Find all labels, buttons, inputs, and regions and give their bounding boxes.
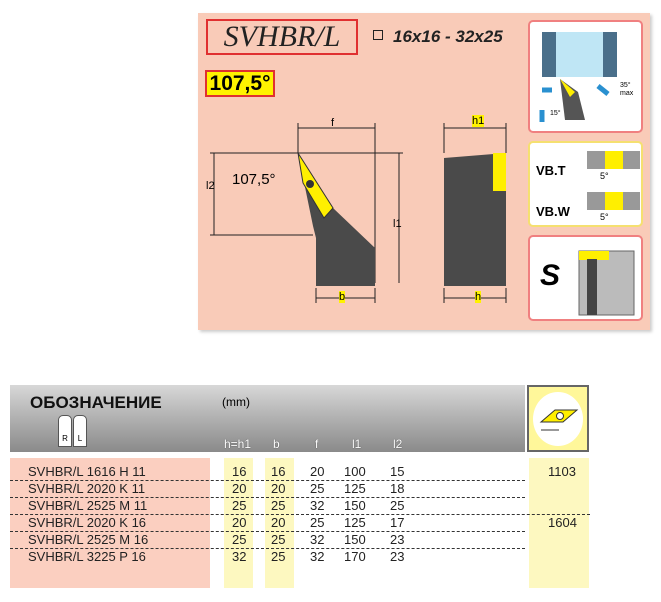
table-row: SVHBR/L 2525 M 11 25 25 32 150 25 <box>10 498 525 515</box>
vbw-section-icon <box>587 192 640 210</box>
cell-l1: 150 <box>344 498 366 513</box>
approach-angle-badge: 107,5° <box>205 70 275 97</box>
cell-l1: 150 <box>344 532 366 547</box>
angle-15: 15° <box>550 110 561 117</box>
cell-h: 16 <box>232 464 247 479</box>
cell-l1: 170 <box>344 549 366 564</box>
dim-h1: h1 <box>472 115 485 127</box>
designation-column-bg <box>10 458 210 588</box>
cell-b: 25 <box>271 498 286 513</box>
table-row: SVHBR/L 2020 K 11 20 20 25 125 18 <box>10 481 525 498</box>
cell-l1: 100 <box>344 464 366 479</box>
cell-insert: 1103 <box>548 464 576 479</box>
col-f: f <box>315 437 319 451</box>
row-divider <box>10 514 590 515</box>
cell-designation: SVHBR/L 2020 K 11 <box>28 481 146 496</box>
col-l2: l2 <box>393 437 403 451</box>
col-b: b <box>273 437 280 451</box>
tool-top-view-drawing <box>210 123 403 303</box>
row-divider <box>10 480 525 481</box>
left-hand-icon: L <box>73 415 87 447</box>
vbt-section-icon <box>587 151 640 169</box>
col-l1: l1 <box>352 437 362 451</box>
dim-b: b <box>339 291 346 303</box>
cell-b: 25 <box>271 549 286 564</box>
dim-l1: l1 <box>393 218 402 230</box>
cell-f: 32 <box>310 532 325 547</box>
row-divider <box>10 497 525 498</box>
cell-b: 25 <box>271 532 286 547</box>
cell-b: 20 <box>271 481 286 496</box>
insert-shape-icon <box>533 392 583 446</box>
machining-directions-box: 35° max 15° <box>528 20 643 133</box>
designation-header: ОБОЗНАЧЕНИЕ <box>30 393 162 412</box>
cell-l2: 17 <box>390 515 405 530</box>
insert-types-box: VB.T VB.W 5° 5° <box>528 141 643 227</box>
insert-column-bg <box>529 458 589 588</box>
tool-info-panel: SVHBR/L 16x16 - 32x25 107,5° f l2 l1 107… <box>198 13 650 330</box>
table-header: ОБОЗНАЧЕНИЕ (mm) R L h=h1 b f l1 l2 <box>10 385 525 452</box>
size-range: 16x16 - 32x25 <box>373 27 503 47</box>
right-hand-icon: R <box>58 415 72 447</box>
cell-f: 20 <box>310 464 325 479</box>
dim-f: f <box>331 117 335 129</box>
cell-f: 25 <box>310 515 325 530</box>
cell-insert: 1604 <box>548 515 577 530</box>
insert-type-vbt: VB.T <box>536 163 566 178</box>
cell-f: 32 <box>310 498 325 513</box>
angle-max: max <box>620 90 634 97</box>
clamping-system-box: S <box>528 235 643 321</box>
screw-clamp-icon <box>578 250 635 316</box>
table-row: SVHBR/L 1616 H 11 16 16 20 100 15 1103 <box>10 464 576 481</box>
cell-l1: 125 <box>344 481 366 496</box>
cell-designation: SVHBR/L 2525 M 16 <box>28 532 149 547</box>
cell-l2: 23 <box>390 532 405 547</box>
cell-l2: 23 <box>390 549 405 564</box>
cell-designation: SVHBR/L 1616 H 11 <box>28 464 146 479</box>
cell-designation: SVHBR/L 2020 K 16 <box>28 515 147 530</box>
cell-h: 25 <box>232 498 247 513</box>
unit-label: (mm) <box>222 395 250 409</box>
cell-b: 20 <box>271 515 286 530</box>
cell-f: 32 <box>310 549 325 564</box>
row-divider <box>10 548 525 549</box>
cell-designation: SVHBR/L 3225 P 16 <box>28 549 146 564</box>
cell-h: 32 <box>232 549 247 564</box>
dim-l2: l2 <box>206 180 215 192</box>
cell-h: 20 <box>232 515 247 530</box>
angle-35: 35° <box>620 82 631 89</box>
cell-l2: 25 <box>390 498 405 513</box>
col-h: h=h1 <box>224 437 252 451</box>
cell-f: 25 <box>310 481 325 496</box>
cell-l2: 18 <box>390 481 405 496</box>
table-row: SVHBR/L 2525 M 16 25 25 32 150 23 <box>10 532 525 549</box>
tool-title: SVHBR/L <box>206 19 358 55</box>
clamp-type: S <box>540 259 561 292</box>
tool-side-view-drawing <box>443 123 507 303</box>
cell-designation: SVHBR/L 2525 M 11 <box>28 498 148 513</box>
vbw-angle: 5° <box>600 212 609 222</box>
cell-l2: 15 <box>390 464 405 479</box>
cell-l1: 125 <box>344 515 366 530</box>
cell-h: 20 <box>232 481 247 496</box>
feed-directions-drawing <box>539 32 617 122</box>
cell-b: 16 <box>271 464 286 479</box>
table-row: SVHBR/L 2020 K 16 20 20 25 125 17 1604 <box>10 515 577 532</box>
insert-type-vbw: VB.W <box>536 204 570 219</box>
angle-label: 107,5° <box>232 171 276 188</box>
row-divider <box>10 531 525 532</box>
dim-h: h <box>475 291 482 303</box>
h-column-bg <box>224 458 253 588</box>
b-column-bg <box>265 458 294 588</box>
insert-column-header <box>527 385 589 452</box>
cell-h: 25 <box>232 532 247 547</box>
table-row: SVHBR/L 3225 P 16 32 25 32 170 23 <box>10 549 525 566</box>
square-shank-icon <box>373 30 383 40</box>
vbt-angle: 5° <box>600 171 609 181</box>
